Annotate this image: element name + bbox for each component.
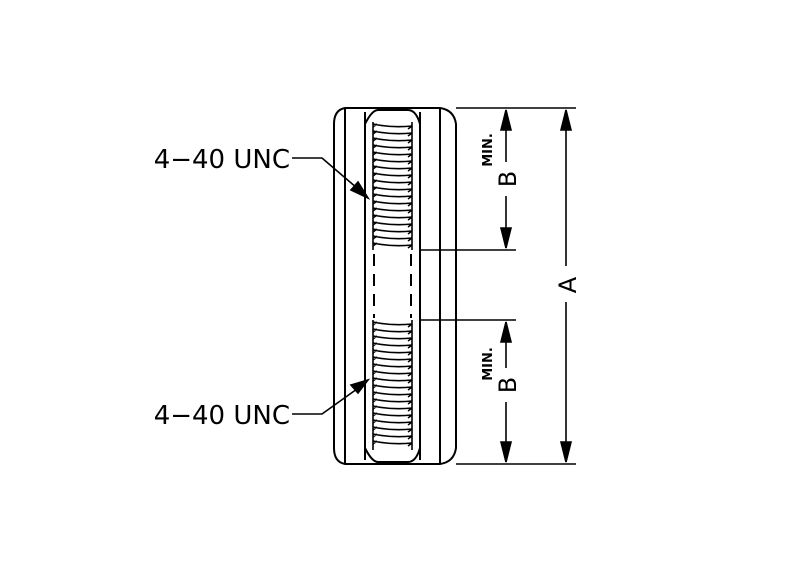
extension-lines bbox=[420, 107, 576, 465]
dim-b-top-label: B bbox=[494, 171, 522, 187]
hidden-bore bbox=[373, 254, 412, 318]
dim-b-bottom-arrow-down bbox=[499, 441, 513, 463]
leader-top bbox=[292, 157, 365, 195]
dim-b-bottom-note: MIN. bbox=[481, 347, 496, 381]
callout-thread-bottom: 4−40 UNC bbox=[154, 401, 290, 431]
thread-crests-bottom bbox=[372, 321, 413, 447]
chamfer-bottom bbox=[364, 447, 421, 463]
dim-a-arrow-bottom bbox=[559, 441, 573, 463]
dim-b-bottom-arrow-up bbox=[499, 321, 513, 343]
dim-b-bottom-label: B bbox=[494, 377, 522, 393]
dim-b-top-arrow-down bbox=[499, 227, 513, 249]
dim-a-label: A bbox=[554, 276, 582, 293]
chamfer-top bbox=[364, 109, 421, 125]
leader-bottom-arrow bbox=[349, 378, 371, 395]
dim-b-top-note: MIN. bbox=[481, 133, 496, 167]
dimension-a bbox=[559, 109, 573, 463]
dimension-b-bottom bbox=[499, 321, 513, 463]
callout-thread-top: 4−40 UNC bbox=[154, 145, 290, 175]
leader-top-arrow bbox=[349, 180, 371, 200]
thread-top bbox=[372, 122, 413, 250]
standoff-body bbox=[333, 107, 457, 465]
dim-a-arrow-top bbox=[559, 109, 573, 131]
thread-crests-top bbox=[372, 123, 413, 249]
leader-bottom bbox=[292, 383, 365, 415]
dim-b-top-arrow-up bbox=[499, 109, 513, 131]
dimension-b-top bbox=[499, 109, 513, 249]
thread-bottom bbox=[372, 320, 413, 450]
leaders bbox=[292, 157, 371, 415]
